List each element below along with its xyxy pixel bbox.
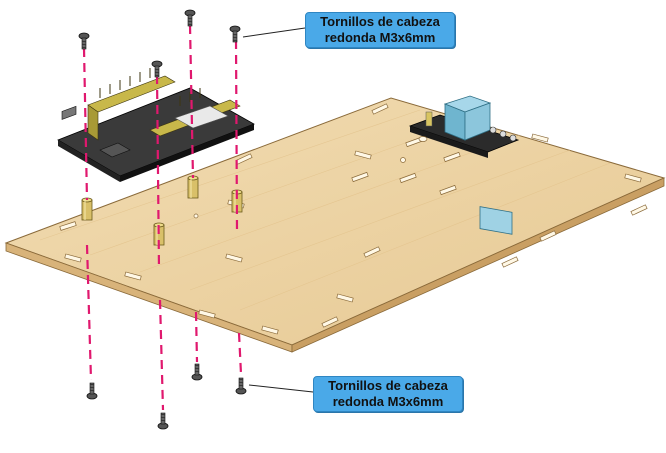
- screw-icon: [184, 9, 196, 27]
- screw-icon: [151, 60, 163, 78]
- screws-bottom: [86, 363, 247, 430]
- callout-bottom-line1: Tornillos de cabeza: [328, 378, 448, 393]
- standoff-icon: [81, 197, 93, 221]
- screw-icon: [229, 25, 241, 43]
- wooden-base-board: [4, 97, 666, 353]
- callout-top-line1: Tornillos de cabeza: [320, 14, 440, 29]
- screw-icon: [191, 363, 203, 381]
- callout-top-screws: Tornillos de cabeza redonda M3x6mm: [305, 12, 455, 48]
- callout-bottom-screws: Tornillos de cabeza redonda M3x6mm: [313, 376, 463, 412]
- screw-icon: [86, 382, 98, 400]
- screw-icon: [235, 377, 247, 395]
- microcontroller-board: [57, 68, 255, 182]
- standoff-icon: [187, 175, 199, 199]
- leader-line-top: [242, 27, 306, 38]
- callout-bottom-line2: redonda M3x6mm: [332, 394, 444, 409]
- leader-line-bottom: [248, 384, 314, 393]
- screws-top: [78, 9, 241, 78]
- screw-icon: [157, 412, 169, 430]
- guide-lines: [82, 24, 243, 411]
- screw-icon: [78, 32, 90, 50]
- relay-module: [408, 95, 520, 235]
- callout-top-line2: redonda M3x6mm: [324, 30, 436, 45]
